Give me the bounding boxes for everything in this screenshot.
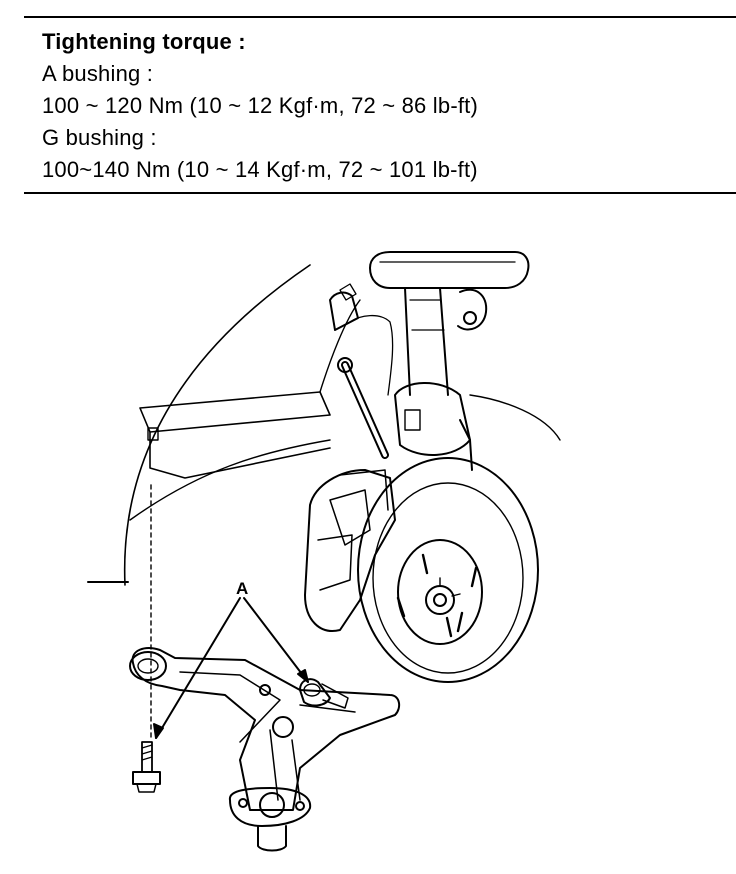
a-bushing-label: A bushing : — [42, 61, 154, 86]
steering-knuckle — [394, 382, 473, 471]
fender-outline — [87, 264, 561, 586]
g-bushing-label: G bushing : — [42, 125, 157, 150]
callout-a-arrows — [153, 597, 309, 739]
mounting-bolt — [132, 741, 161, 793]
stabilizer-link — [337, 357, 389, 459]
g-bushing — [299, 678, 349, 709]
brake-disc — [357, 457, 539, 683]
ball-joint — [228, 787, 312, 852]
g-bushing-torque: 100~140 Nm (10 ~ 14 Kgf·m, 72 ~ 101 lb-f… — [42, 157, 478, 182]
spec-title: Tightening torque : — [42, 29, 246, 54]
torque-spec-box: Tightening torque : A bushing : 100 ~ 12… — [24, 16, 736, 194]
wheel-studs — [396, 553, 478, 638]
lower-control-arm — [129, 647, 401, 811]
callout-a-label: A — [236, 579, 248, 598]
strut-assembly — [329, 251, 530, 396]
a-bushing-torque: 100 ~ 120 Nm (10 ~ 12 Kgf·m, 72 ~ 86 lb-… — [42, 93, 478, 118]
